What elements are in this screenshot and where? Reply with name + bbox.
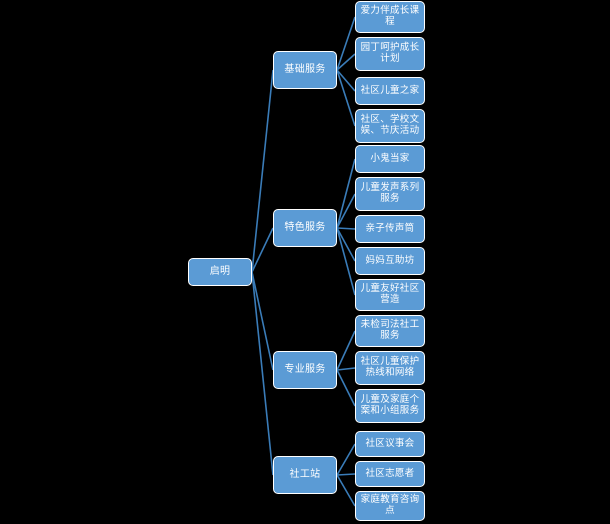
node-leaf-3-2[interactable]: 家庭教育咨询点	[355, 491, 425, 521]
node-leaf-2-1[interactable]: 社区儿童保护热线和网络	[355, 351, 425, 385]
node-leaf-2-2-label: 儿童及家庭个案和小组服务	[360, 394, 420, 416]
edge-branch-1-to-leaf-2	[336, 227, 356, 230]
node-leaf-1-0-label: 小鬼当家	[370, 152, 410, 164]
edge-root-to-branch-3	[251, 271, 274, 476]
node-leaf-0-1-label: 园丁呵护成长计划	[360, 42, 420, 64]
node-root-label: 启明	[209, 266, 231, 278]
node-leaf-2-2[interactable]: 儿童及家庭个案和小组服务	[355, 389, 425, 423]
node-leaf-0-0[interactable]: 爱力伴成长课程	[355, 1, 425, 33]
node-leaf-2-0-label: 未检司法社工服务	[360, 319, 420, 341]
node-leaf-2-1-label: 社区儿童保护热线和网络	[360, 356, 420, 378]
node-leaf-1-2[interactable]: 亲子传声筒	[355, 215, 425, 243]
node-leaf-3-2-label: 家庭教育咨询点	[360, 494, 420, 516]
node-branch-3[interactable]: 社工站	[273, 456, 337, 494]
edge-branch-0-to-leaf-3	[336, 69, 356, 127]
node-leaf-1-1-label: 儿童发声系列服务	[360, 182, 420, 204]
edge-branch-2-to-leaf-0	[336, 330, 356, 371]
node-leaf-1-3[interactable]: 妈妈互助坊	[355, 247, 425, 275]
edge-root-to-branch-0	[251, 69, 274, 273]
edge-root-to-branch-1	[251, 227, 274, 273]
edge-branch-2-to-leaf-1	[336, 367, 356, 371]
node-leaf-0-3[interactable]: 社区、学校文娱、节庆活动	[355, 109, 425, 143]
node-branch-0[interactable]: 基础服务	[273, 51, 337, 89]
node-branch-2[interactable]: 专业服务	[273, 351, 337, 389]
edge-branch-0-to-leaf-2	[336, 69, 356, 92]
node-branch-1[interactable]: 特色服务	[273, 209, 337, 247]
edge-branch-1-to-leaf-0	[336, 158, 356, 229]
edge-branch-3-to-leaf-0	[336, 443, 356, 476]
edge-branch-3-to-leaf-1	[336, 473, 356, 476]
node-leaf-1-2-label: 亲子传声筒	[365, 222, 415, 234]
edge-branch-1-to-leaf-3	[336, 227, 356, 262]
node-leaf-1-4-label: 儿童友好社区营造	[360, 283, 420, 305]
node-leaf-3-1-label: 社区志愿者	[365, 467, 415, 479]
node-leaf-1-1[interactable]: 儿童发声系列服务	[355, 177, 425, 211]
edge-branch-0-to-leaf-0	[336, 16, 356, 71]
node-branch-1-label: 特色服务	[284, 222, 326, 234]
node-leaf-3-0[interactable]: 社区议事会	[355, 431, 425, 457]
node-leaf-0-2-label: 社区儿童之家	[360, 84, 420, 96]
node-leaf-1-0[interactable]: 小鬼当家	[355, 145, 425, 173]
node-leaf-1-3-label: 妈妈互助坊	[365, 254, 415, 266]
node-leaf-3-0-label: 社区议事会	[365, 437, 415, 449]
node-leaf-0-3-label: 社区、学校文娱、节庆活动	[360, 114, 420, 136]
edge-branch-2-to-leaf-2	[336, 369, 356, 407]
node-leaf-0-1[interactable]: 园丁呵护成长计划	[355, 37, 425, 71]
node-leaf-2-0[interactable]: 未检司法社工服务	[355, 315, 425, 347]
edge-branch-1-to-leaf-4	[336, 227, 356, 296]
edge-root-to-branch-2	[251, 271, 274, 371]
node-leaf-3-1[interactable]: 社区志愿者	[355, 461, 425, 487]
edge-branch-1-to-leaf-1	[336, 193, 356, 229]
node-branch-2-label: 专业服务	[284, 364, 326, 376]
edge-branch-3-to-leaf-2	[336, 474, 356, 507]
edge-branch-0-to-leaf-1	[336, 53, 356, 71]
node-branch-3-label: 社工站	[289, 469, 321, 481]
node-root[interactable]: 启明	[188, 258, 252, 286]
node-leaf-1-4[interactable]: 儿童友好社区营造	[355, 279, 425, 311]
node-leaf-0-0-label: 爱力伴成长课程	[360, 5, 420, 27]
node-branch-0-label: 基础服务	[284, 64, 326, 76]
node-leaf-0-2[interactable]: 社区儿童之家	[355, 77, 425, 105]
